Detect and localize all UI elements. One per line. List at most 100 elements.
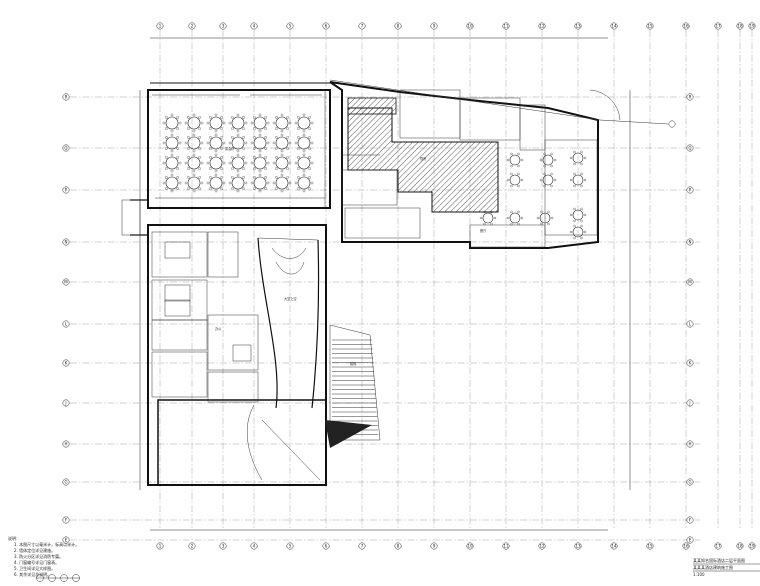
grid-label-top: 5 xyxy=(289,23,292,28)
grid-label-bottom: 9 xyxy=(433,543,436,548)
round-table xyxy=(297,156,311,170)
grid-bubble-right xyxy=(686,478,694,486)
grid-label-top: 2 xyxy=(191,23,194,28)
grid-label-left: G xyxy=(64,479,67,484)
title-block: 某某知名国际酒店二层平面图 某某某酒店建筑施工图 1:100 xyxy=(693,557,760,577)
grid-bubble-top xyxy=(748,22,756,30)
grid-label-right: J xyxy=(688,400,690,405)
grid-bubble-top xyxy=(286,22,294,30)
grid-bubble-top xyxy=(430,22,438,30)
grid-bubble-bottom xyxy=(538,542,546,550)
round-table xyxy=(209,176,223,190)
grid-label-right: L xyxy=(689,321,692,326)
grid-label-bottom: 11 xyxy=(503,543,509,548)
grid-bubble-bottom xyxy=(250,542,258,550)
round-table xyxy=(187,156,201,170)
grid-bubble-left xyxy=(62,359,70,367)
grid-bubble-right xyxy=(686,93,694,101)
grid-bubble-top xyxy=(714,22,722,30)
grid-bubble-top xyxy=(322,22,330,30)
round-table xyxy=(165,176,179,190)
grid-bubble-right xyxy=(686,399,694,407)
grid-label-top: 19 xyxy=(749,23,755,28)
grid-label-top: 4 xyxy=(253,23,256,28)
grid-bubble-top xyxy=(502,22,510,30)
drawing-subtitle: 某某某酒店建筑施工图 xyxy=(693,564,733,570)
grid-label-bottom: 5 xyxy=(289,543,292,548)
grid-bubble-bottom xyxy=(574,542,582,550)
grid-label-right: P xyxy=(689,187,692,192)
grid-bubble-right xyxy=(686,320,694,328)
grid-bubble-right xyxy=(686,516,694,524)
grid-label-bottom: 16 xyxy=(683,543,689,548)
grid-label-bottom: 13 xyxy=(575,543,581,548)
grid-bubble-left xyxy=(62,320,70,328)
note-line: 4. 门窗编号详见门窗表。 xyxy=(14,559,59,565)
grid-label-bottom: 10 xyxy=(467,543,473,548)
grid-bubble-top xyxy=(219,22,227,30)
grid-label-bottom: 7 xyxy=(361,543,364,548)
round-table xyxy=(542,154,554,166)
grid-bubble-left xyxy=(62,440,70,448)
grid-label-top: 17 xyxy=(715,23,721,28)
grid-bubble-top xyxy=(188,22,196,30)
grid-label-right: N xyxy=(689,239,692,244)
grid-label-bottom: 6 xyxy=(325,543,328,548)
grid-label-top: 8 xyxy=(397,23,400,28)
grid-bubble-left xyxy=(62,399,70,407)
grid-bubble-right xyxy=(686,144,694,152)
grid-bubble-top xyxy=(466,22,474,30)
lobby-label: 大堂上空 xyxy=(284,296,297,301)
legend-symbols xyxy=(36,574,80,582)
grid-label-top: 16 xyxy=(683,23,689,28)
round-table xyxy=(572,209,584,221)
round-table xyxy=(209,156,223,170)
grid-label-left: M xyxy=(64,279,68,284)
note-line: 3. 防火分区详见消防专篇。 xyxy=(14,553,63,559)
restaurant-tables xyxy=(479,150,587,240)
round-table xyxy=(542,174,554,186)
grid-label-right: K xyxy=(689,360,692,365)
grid-label-top: 18 xyxy=(737,23,743,28)
grid-label-right: E xyxy=(689,537,692,542)
round-table xyxy=(187,116,201,130)
round-table xyxy=(275,176,289,190)
grid-label-top: 10 xyxy=(467,23,473,28)
structural-grid: 1122334455667788991010111112121313141415… xyxy=(62,22,756,550)
grid-bubble-bottom xyxy=(219,542,227,550)
round-table xyxy=(253,156,267,170)
grid-bubble-right xyxy=(686,186,694,194)
grid-bubble-bottom xyxy=(748,542,756,550)
round-table xyxy=(572,174,584,186)
grid-bubble-right xyxy=(686,238,694,246)
round-table xyxy=(187,176,201,190)
grid-bubble-bottom xyxy=(286,542,294,550)
grid-label-top: 12 xyxy=(539,23,545,28)
grid-bubble-top xyxy=(646,22,654,30)
grid-label-bottom: 19 xyxy=(749,543,755,548)
grid-label-top: 13 xyxy=(575,23,581,28)
grid-label-top: 9 xyxy=(433,23,436,28)
grid-label-bottom: 1 xyxy=(159,543,162,548)
kitchen-hatch-top xyxy=(347,97,397,115)
grid-label-top: 7 xyxy=(361,23,364,28)
grid-bubble-bottom xyxy=(502,542,510,550)
restaurant-label: 餐厅 xyxy=(480,228,487,233)
grid-bubble-bottom xyxy=(430,542,438,550)
round-table xyxy=(209,116,223,130)
banquet-tables xyxy=(162,113,314,193)
round-table xyxy=(165,116,179,130)
grid-bubble-bottom xyxy=(394,542,402,550)
grid-bubble-top xyxy=(250,22,258,30)
grid-label-left: L xyxy=(65,321,68,326)
grid-bubble-bottom xyxy=(188,542,196,550)
round-table xyxy=(253,116,267,130)
grid-label-left: H xyxy=(64,441,67,446)
round-table xyxy=(165,136,179,150)
grid-label-top: 1 xyxy=(159,23,162,28)
grid-bubble-left xyxy=(62,278,70,286)
exterior-stair xyxy=(325,324,381,448)
round-table xyxy=(253,136,267,150)
round-table xyxy=(231,116,245,130)
